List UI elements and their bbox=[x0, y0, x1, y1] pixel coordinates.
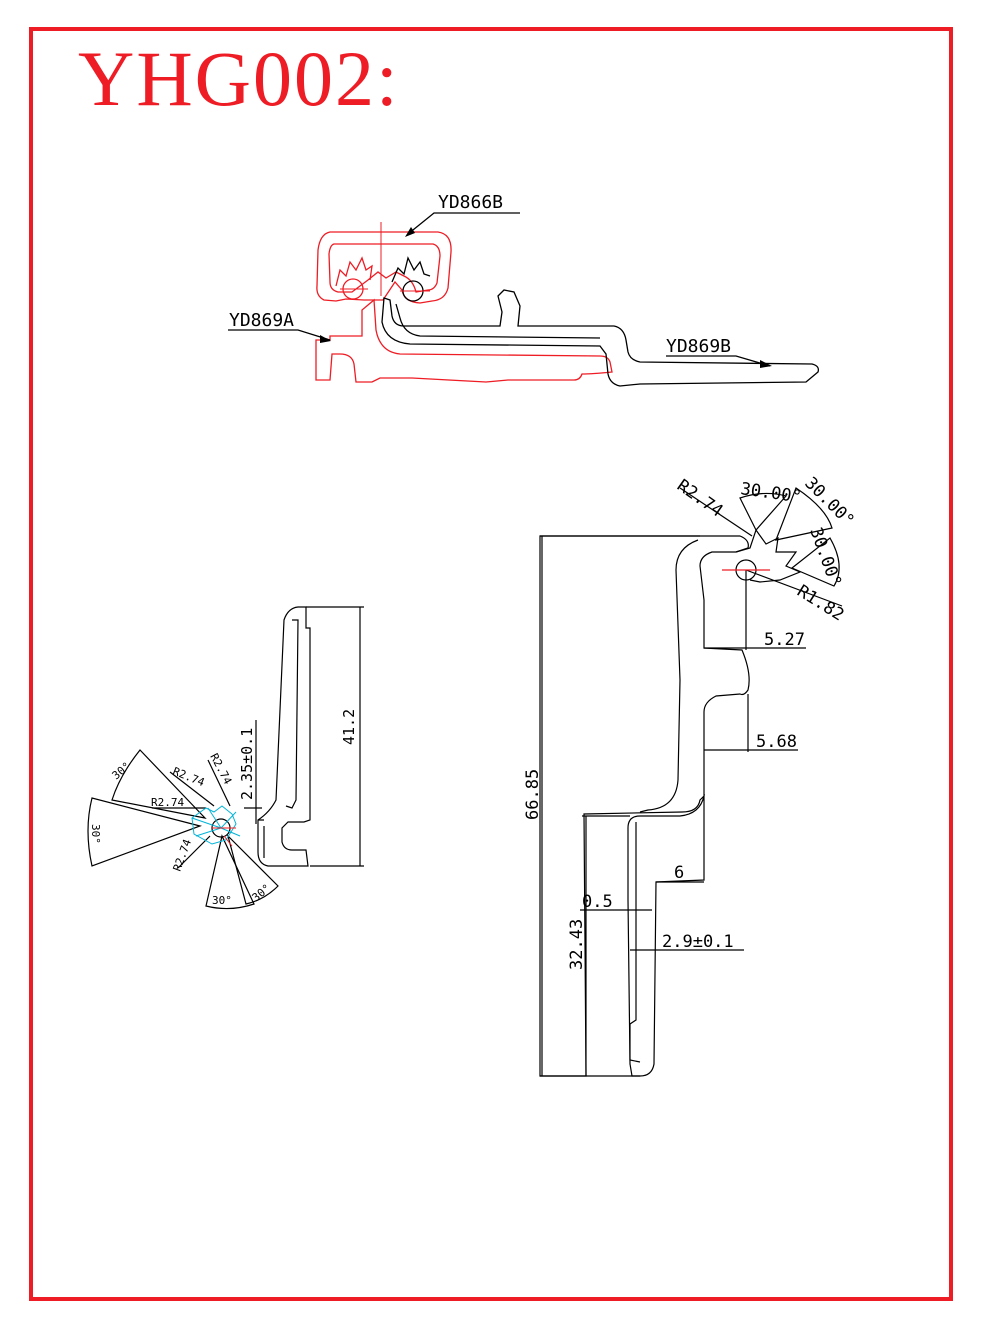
left-red-mark-d bbox=[223, 835, 233, 847]
right-dim-r182: R1.82 bbox=[793, 581, 847, 625]
yd866b-teeth-left bbox=[335, 256, 373, 287]
left-leader-r274-a bbox=[169, 771, 215, 807]
right-angle-sector-2 bbox=[775, 487, 833, 541]
right-dim-05: 0.5 bbox=[582, 892, 613, 912]
label-yd866b: YD866B bbox=[438, 192, 503, 213]
yd869a-profile bbox=[315, 298, 613, 383]
right-leader-r182 bbox=[745, 569, 843, 607]
right-dim-3243: 32.43 bbox=[567, 919, 587, 970]
right-dim-r274: R2.74 bbox=[673, 476, 726, 522]
left-dim-30-c: 30° bbox=[212, 894, 232, 907]
yd866b-inner bbox=[328, 243, 441, 293]
yd869b-inner bbox=[395, 303, 601, 339]
left-dim-41: 41.2 bbox=[340, 709, 358, 745]
assembly-view bbox=[228, 212, 820, 387]
right-profile-body bbox=[639, 539, 699, 813]
right-dim-6: 6 bbox=[674, 863, 684, 883]
right-leader-r274 bbox=[679, 487, 753, 537]
left-profile-cyan bbox=[191, 805, 241, 845]
left-angle-sector-3 bbox=[205, 834, 255, 910]
yd866b-leader bbox=[407, 212, 520, 235]
yd866b-arrow bbox=[405, 227, 415, 237]
yd869a-arrow bbox=[320, 335, 331, 343]
left-dim-235: 2.35±0.1 bbox=[238, 728, 256, 800]
right-profile-lower-web bbox=[629, 822, 641, 1063]
left-leader-r274-b bbox=[207, 759, 231, 807]
label-yd869a: YD869A bbox=[229, 310, 294, 331]
left-angle-sector-4 bbox=[226, 834, 279, 905]
left-dim-r274-a: R2.74 bbox=[171, 765, 207, 790]
right-dim-6685: 66.85 bbox=[523, 769, 543, 820]
right-profile-view bbox=[539, 487, 843, 1077]
drawing-frame bbox=[29, 27, 953, 1301]
right-dim-30-c: 30.00° bbox=[805, 525, 845, 590]
left-cyan-teeth bbox=[191, 805, 237, 845]
left-dim-r274-c: R2.74 bbox=[151, 796, 184, 809]
left-profile-outline bbox=[257, 606, 311, 867]
left-cyan-rays bbox=[191, 807, 241, 837]
yd869b-arrow bbox=[760, 360, 772, 368]
left-profile-red bbox=[212, 827, 236, 847]
right-dim-29: 2.9±0.1 bbox=[662, 932, 734, 952]
left-angle-sector-2 bbox=[87, 797, 203, 867]
right-dim-30-a: 30.00° bbox=[739, 479, 803, 507]
left-profile-inner bbox=[285, 619, 299, 809]
yd869a-leader bbox=[228, 329, 331, 341]
yd869b-leader bbox=[666, 355, 771, 367]
yd869b-profile bbox=[381, 289, 820, 387]
right-profile-outline bbox=[539, 535, 750, 1077]
left-profile-view bbox=[87, 606, 364, 910]
left-dim-30-b: 30° bbox=[89, 824, 102, 844]
right-dim-568: 5.68 bbox=[756, 732, 797, 752]
left-dim-r274-b: R2.74 bbox=[207, 751, 234, 787]
yd866b-teeth-right bbox=[391, 256, 431, 283]
label-yd869b: YD869B bbox=[666, 336, 731, 357]
right-dim-527: 5.27 bbox=[764, 630, 805, 650]
left-dim-30-a: 30° bbox=[110, 760, 134, 783]
left-profile-slot bbox=[258, 819, 265, 858]
left-leader-r274-d bbox=[177, 835, 211, 869]
page-title: YHG002: bbox=[78, 35, 400, 122]
right-angle-sector-1 bbox=[739, 492, 788, 532]
right-profile-teeth bbox=[735, 528, 802, 583]
right-angle-sector-3 bbox=[790, 537, 840, 587]
left-angle-sector-1 bbox=[111, 749, 207, 819]
